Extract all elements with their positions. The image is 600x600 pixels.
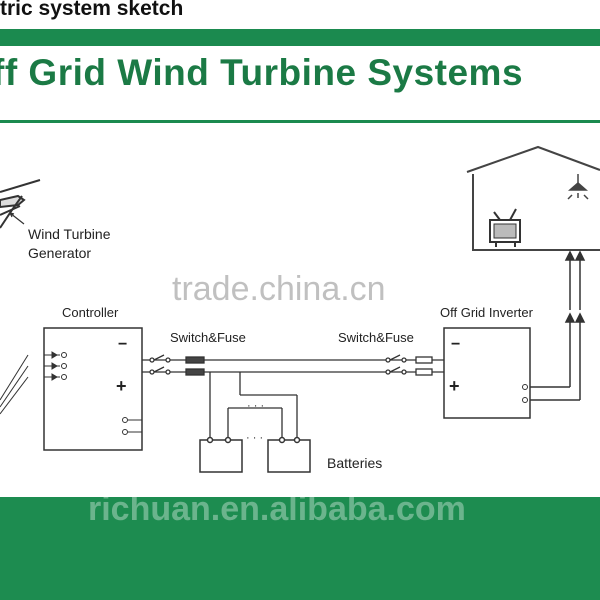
watermark-bottom: richuan.en.alibaba.com [88,490,466,528]
switch-fuse-left [149,354,205,376]
inverter-box [443,327,531,419]
house-feed-arrows [530,250,586,401]
battery-wire-dots: · · · [247,400,265,412]
tv-icon [489,208,521,247]
battery-left [199,436,243,473]
label-switch-fuse-left: Switch&Fuse [170,330,246,345]
controller-plus-sign: + [116,376,127,396]
battery-right [267,436,311,473]
label-batteries: Batteries [327,455,383,471]
label-inverter: Off Grid Inverter [440,305,533,320]
turbine-pointer-line [9,212,25,225]
wind-turbine-icon [0,179,41,229]
controller-minus-sign: − [118,336,128,353]
page-top-label: tric system sketch [0,0,184,20]
dc-bus-wires [142,359,444,373]
switch-fuse-right [385,354,433,376]
watermark-middle: trade.china.cn [172,270,386,308]
house-icon [466,145,600,251]
top-green-band [0,29,600,46]
label-controller: Controller [62,305,119,320]
bottom-green-band [0,497,600,600]
battery-series-dots: · · · [246,432,264,444]
inverter-output-terminals [522,384,528,403]
label-wind-turbine: Wind Turbine [28,226,111,242]
title-underline [0,120,600,123]
label-generator: Generator [28,245,92,261]
diagram-title: ff Grid Wind Turbine Systems [0,52,524,93]
inverter-minus-sign: − [451,336,461,353]
controller-input-terminals [61,352,128,435]
lamp-icon [567,174,589,200]
controller-box [43,327,143,451]
controller-input-wires [0,351,142,433]
label-switch-fuse-right: Switch&Fuse [338,330,414,345]
inverter-plus-sign: + [449,376,460,396]
battery-wiring [209,372,298,437]
